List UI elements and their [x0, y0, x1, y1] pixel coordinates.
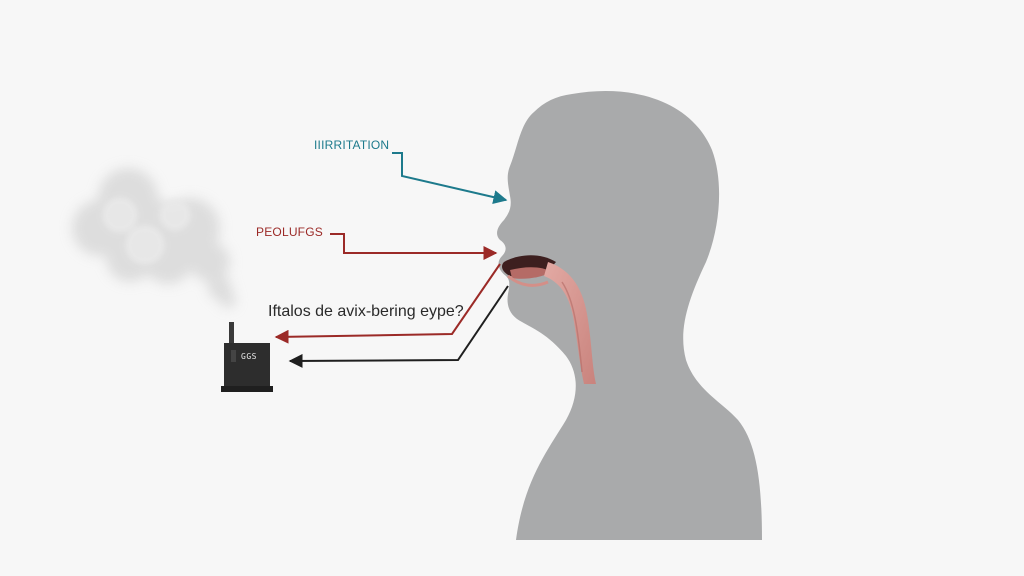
irritation-label: IIIRRITATION — [314, 138, 390, 152]
exhale-question-label: Iftalos de avix-bering eype? — [268, 303, 464, 320]
device-label: GGS — [241, 352, 257, 361]
human-head-profile-icon — [497, 90, 762, 541]
pollutant-return-arrow — [274, 263, 501, 344]
pollutants-label: PEOLUFGS — [256, 225, 323, 239]
throat-airway — [502, 255, 596, 384]
irritation-arrow — [392, 152, 508, 204]
pollutant-inhale-arrow — [330, 233, 498, 260]
smoke-cloud-icon — [72, 168, 236, 308]
exhale-arrow — [288, 285, 509, 368]
smoke-device-icon — [221, 322, 273, 392]
